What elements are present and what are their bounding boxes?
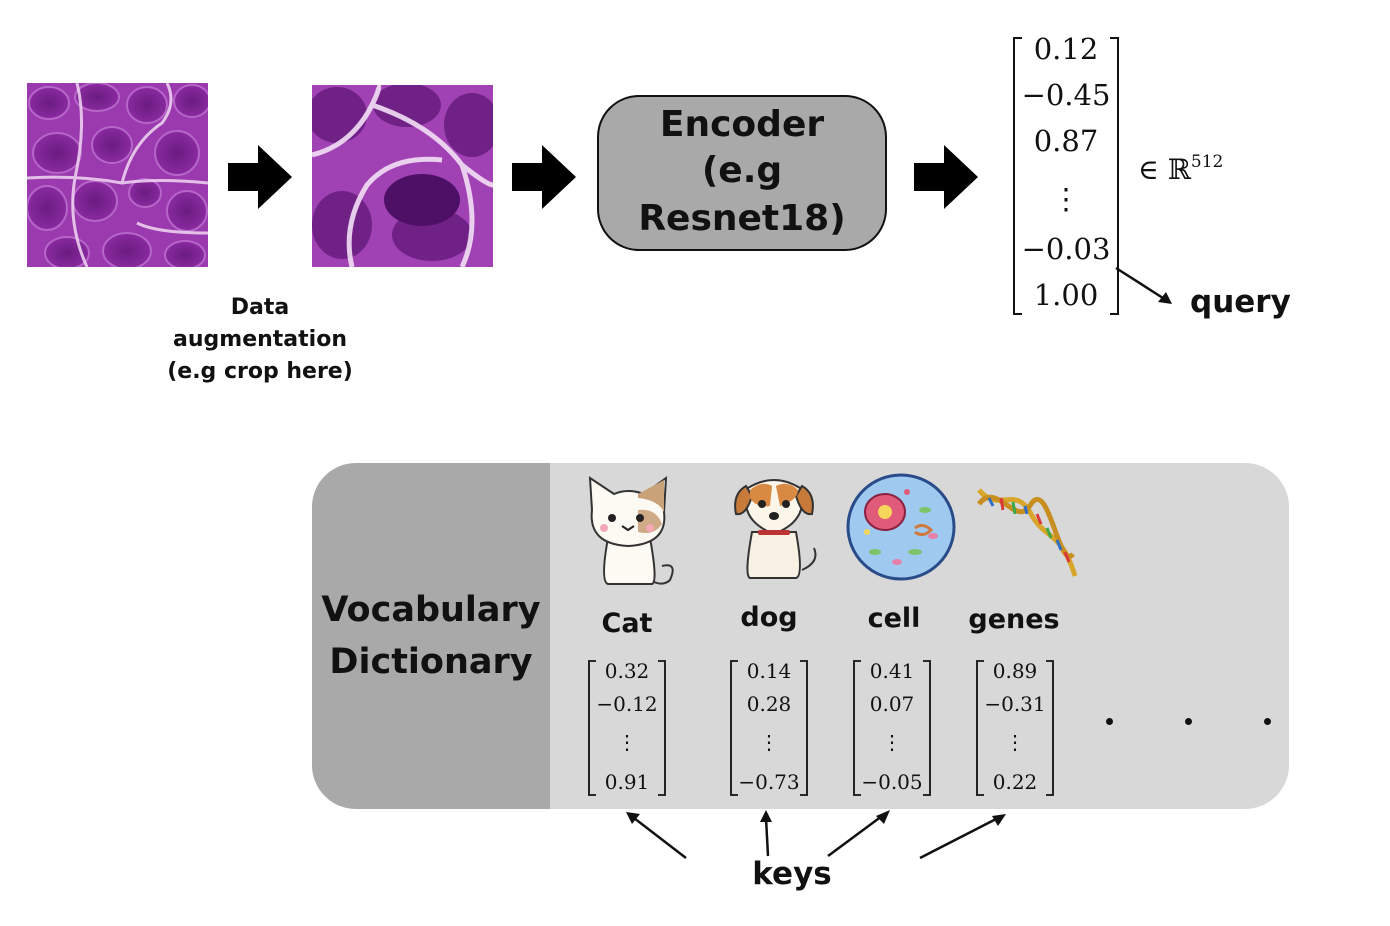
key-value: 0.22 bbox=[992, 770, 1038, 794]
key-value: 0.14 bbox=[746, 659, 792, 683]
caption-line: Data bbox=[230, 295, 290, 320]
key-value: 0.41 bbox=[869, 659, 915, 683]
tissue-image-cropped bbox=[312, 85, 493, 267]
key-value: −0.12 bbox=[596, 692, 658, 716]
keys-label: keys bbox=[752, 856, 832, 892]
key-value: 0.89 bbox=[992, 659, 1038, 683]
encoder-box: Encoder (e.g Resnet18) bbox=[597, 95, 887, 251]
query-vector: 0.12 −0.45 0.87 ⋮ −0.03 1.00 bbox=[1012, 32, 1120, 316]
key-vector-cat: 0.32 −0.12 ⋮ 0.91 bbox=[588, 659, 666, 796]
keys-pointer-arrows bbox=[626, 810, 1006, 860]
query-value: −0.03 bbox=[1021, 232, 1111, 266]
cat-icon bbox=[588, 475, 674, 585]
right-arrow-icon bbox=[914, 145, 978, 209]
dog-icon bbox=[734, 479, 817, 579]
key-value: ⋮ bbox=[882, 730, 902, 754]
key-value: 0.32 bbox=[604, 659, 650, 683]
ellipsis-dot bbox=[1264, 718, 1271, 725]
key-value: −0.05 bbox=[861, 770, 923, 794]
query-value: −0.45 bbox=[1021, 78, 1111, 112]
key-value: −0.31 bbox=[984, 692, 1046, 716]
tissue-image-original bbox=[27, 83, 208, 267]
query-value: 1.00 bbox=[1033, 278, 1099, 312]
query-value: 0.12 bbox=[1033, 32, 1099, 66]
caption-line: augmentation bbox=[173, 327, 347, 352]
cell-icon bbox=[846, 473, 956, 581]
query-label: query bbox=[1190, 284, 1291, 320]
query-pointer-arrow bbox=[1115, 266, 1172, 304]
key-value: ⋮ bbox=[617, 730, 637, 754]
query-value: 0.87 bbox=[1033, 124, 1099, 158]
title-line: Dictionary bbox=[329, 642, 533, 682]
augmentation-caption: Data augmentation (e.g crop here) bbox=[160, 292, 360, 388]
key-value: ⋮ bbox=[759, 730, 779, 754]
key-value: 0.91 bbox=[604, 770, 650, 794]
key-value: 0.28 bbox=[746, 692, 792, 716]
dimension-exponent: 512 bbox=[1190, 152, 1224, 172]
item-label-cell: cell bbox=[867, 603, 921, 634]
key-vector-cell: 0.41 0.07 ⋮ −0.05 bbox=[853, 659, 931, 796]
encoder-subtitle: (e.g Resnet18) bbox=[638, 150, 846, 239]
vocabulary-title: Vocabulary Dictionary bbox=[312, 463, 550, 809]
matrix-brackets bbox=[588, 660, 666, 796]
key-vector-dog: 0.14 0.28 ⋮ −0.73 bbox=[730, 659, 808, 796]
title-line: Vocabulary bbox=[321, 590, 541, 630]
caption-line: (e.g crop here) bbox=[167, 359, 353, 384]
matrix-brackets bbox=[976, 660, 1054, 796]
ellipsis-dot bbox=[1185, 718, 1192, 725]
key-value: −0.73 bbox=[738, 770, 800, 794]
key-vector-genes: 0.89 −0.31 ⋮ 0.22 bbox=[976, 659, 1054, 796]
ellipsis-dot bbox=[1106, 718, 1113, 725]
membership-symbol: ∈ ℝ bbox=[1138, 153, 1191, 186]
matrix-brackets bbox=[730, 660, 808, 796]
matrix-brackets bbox=[1013, 37, 1119, 315]
right-arrow-icon bbox=[228, 145, 292, 209]
item-label-genes: genes bbox=[968, 604, 1060, 635]
dna-icon bbox=[977, 488, 1078, 577]
item-label-cat: Cat bbox=[601, 608, 653, 639]
item-label-dog: dog bbox=[740, 602, 798, 633]
encoder-title: Encoder bbox=[659, 104, 825, 145]
key-value: 0.07 bbox=[869, 692, 915, 716]
matrix-brackets bbox=[853, 660, 931, 796]
key-value: ⋮ bbox=[1005, 730, 1025, 754]
query-value: ⋮ bbox=[1051, 182, 1081, 216]
vector-space-label: ∈ ℝ512 bbox=[1138, 152, 1223, 186]
right-arrow-icon bbox=[512, 145, 576, 209]
